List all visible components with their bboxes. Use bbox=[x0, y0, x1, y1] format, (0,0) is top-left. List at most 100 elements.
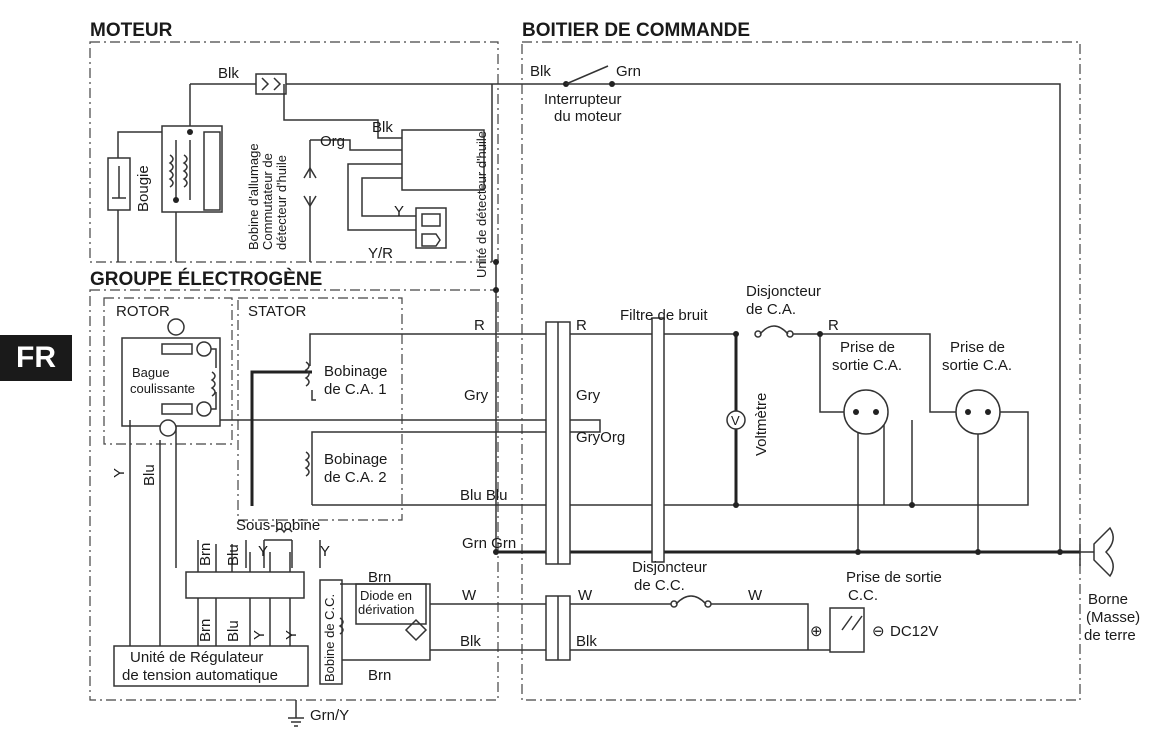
label-disj-cc-1: Disjoncteur bbox=[632, 559, 707, 576]
label-borne-3: de terre bbox=[1084, 627, 1136, 644]
label-grn-switch: Grn bbox=[616, 63, 641, 80]
label-blk-switch: Blk bbox=[530, 63, 551, 80]
label-filtre: Filtre de bruit bbox=[620, 307, 708, 324]
label-dc12v: DC12V bbox=[890, 623, 938, 640]
voltage-regulator-unit bbox=[113, 645, 309, 687]
rotor-label: ROTOR bbox=[116, 303, 170, 320]
label-prise2-1: Prise de bbox=[950, 339, 1005, 356]
label-borne-1: Borne bbox=[1088, 591, 1128, 608]
label-org: Org bbox=[320, 133, 345, 150]
label-interrupteur-1: Interrupteur bbox=[544, 91, 622, 108]
label-bobine-allumage: Bobine d'allumage bbox=[246, 143, 261, 250]
label-sous-bobine: Sous-bobine bbox=[236, 517, 320, 534]
engine-switch bbox=[563, 65, 615, 87]
section-title-groupe: GROUPE ÉLECTROGÈNE bbox=[90, 268, 322, 290]
label-bobinage1-2: de C.A. 1 bbox=[324, 381, 387, 398]
label-yr-oil: Y/R bbox=[368, 245, 393, 262]
label-bobinage2-1: Bobinage bbox=[324, 451, 387, 468]
label-y-3: Y bbox=[251, 630, 268, 640]
label-diode-2: dérivation bbox=[358, 602, 414, 617]
label-blk-oil: Blk bbox=[372, 119, 393, 136]
label-gry-mid: Gry bbox=[576, 387, 601, 404]
stator-label: STATOR bbox=[248, 303, 307, 320]
label-w-mid: W bbox=[578, 587, 593, 604]
label-y-left: Y bbox=[111, 468, 128, 478]
label-r-left: R bbox=[474, 317, 485, 334]
label-gry-left: Gry bbox=[464, 387, 489, 404]
label-y-oil: Y bbox=[394, 203, 404, 220]
language-badge: FR bbox=[0, 335, 72, 381]
label-regulateur-2: de tension automatique bbox=[122, 667, 278, 684]
label-minus: ⊖ bbox=[872, 623, 885, 640]
label-prise-cc-1: Prise de sortie bbox=[846, 569, 942, 586]
main-connector bbox=[545, 321, 571, 661]
label-plus: ⊕ bbox=[810, 623, 823, 640]
label-interrupteur-2: du moteur bbox=[554, 108, 622, 125]
junction-dots bbox=[173, 129, 1063, 555]
dc-breaker bbox=[670, 595, 712, 608]
noise-filter bbox=[651, 317, 665, 563]
label-borne-2: (Masse) bbox=[1086, 609, 1140, 626]
label-grn-y: Grn/Y bbox=[310, 707, 349, 724]
dc-outlet bbox=[829, 607, 865, 653]
label-bobinage1-1: Bobinage bbox=[324, 363, 387, 380]
ac-outlet-2 bbox=[955, 389, 1001, 435]
label-r-right: R bbox=[828, 317, 839, 334]
rotor-border bbox=[103, 297, 233, 445]
main-wires bbox=[175, 262, 1080, 651]
label-r-mid: R bbox=[576, 317, 587, 334]
label-brn-4: Brn bbox=[368, 667, 391, 684]
label-blk-mid: Blk bbox=[576, 633, 597, 650]
bypass-diode-box bbox=[355, 583, 427, 625]
connector-top bbox=[255, 73, 287, 95]
label-prise1-1: Prise de bbox=[840, 339, 895, 356]
label-prise-cc-2: C.C. bbox=[848, 587, 878, 604]
stator-border bbox=[237, 297, 403, 521]
section-title-moteur: MOTEUR bbox=[90, 20, 173, 41]
boitier-border bbox=[521, 41, 1081, 701]
label-blu-3: Blu bbox=[225, 620, 242, 642]
engine-circuit bbox=[107, 73, 1061, 552]
label-y-4: Y bbox=[283, 630, 300, 640]
label-gryorg: GryOrg bbox=[576, 429, 625, 446]
label-bobine-cc: Bobine de C.C. bbox=[322, 594, 337, 682]
ac-breaker bbox=[754, 325, 794, 338]
label-blu-1: Blu bbox=[225, 544, 242, 566]
label-prise1-2: sortie C.A. bbox=[832, 357, 902, 374]
label-regulateur-1: Unité de Régulateur bbox=[130, 649, 263, 666]
label-bague-2: coulissante bbox=[130, 381, 195, 396]
stator-coils bbox=[245, 361, 321, 568]
voltmeter-symbol: V bbox=[731, 413, 740, 428]
label-bougie: Bougie bbox=[135, 165, 152, 212]
label-y-1: Y bbox=[258, 543, 268, 560]
label-voltmetre: Voltmètre bbox=[753, 393, 770, 456]
label-brn-2: Brn bbox=[368, 569, 391, 586]
label-brn-3: Brn bbox=[197, 619, 214, 642]
ac-outlet-1 bbox=[843, 389, 889, 435]
label-prise2-2: sortie C.A. bbox=[942, 357, 1012, 374]
groupe-border bbox=[89, 289, 499, 701]
label-disj-cc-2: de C.C. bbox=[634, 577, 685, 594]
label-blu-blu: Blu Blu bbox=[460, 487, 508, 504]
label-w-left: W bbox=[462, 587, 477, 604]
label-w-right: W bbox=[748, 587, 763, 604]
label-diode-1: Diode en bbox=[360, 588, 412, 603]
label-bobinage2-2: de C.A. 2 bbox=[324, 469, 387, 486]
label-y-2: Y bbox=[320, 543, 330, 560]
regulator-area bbox=[113, 420, 431, 727]
label-blk-top: Blk bbox=[218, 65, 239, 82]
oil-detector-unit bbox=[401, 129, 485, 191]
section-title-boitier: BOITIER DE COMMANDE bbox=[522, 20, 750, 41]
ground-terminal-icon bbox=[1079, 526, 1114, 578]
label-grn-grn: Grn Grn bbox=[462, 535, 516, 552]
label-bague-1: Bague bbox=[132, 365, 170, 380]
label-brn-1: Brn bbox=[197, 543, 214, 566]
label-blk-left: Blk bbox=[460, 633, 481, 650]
rotor-circuit bbox=[121, 318, 221, 437]
label-disj-ca-1: Disjoncteur bbox=[746, 283, 821, 300]
label-unite-detecteur: Unité de détecteur d'huile bbox=[474, 131, 489, 278]
label-disj-ca-2: de C.A. bbox=[746, 301, 796, 318]
voltmeter: V bbox=[726, 410, 746, 430]
